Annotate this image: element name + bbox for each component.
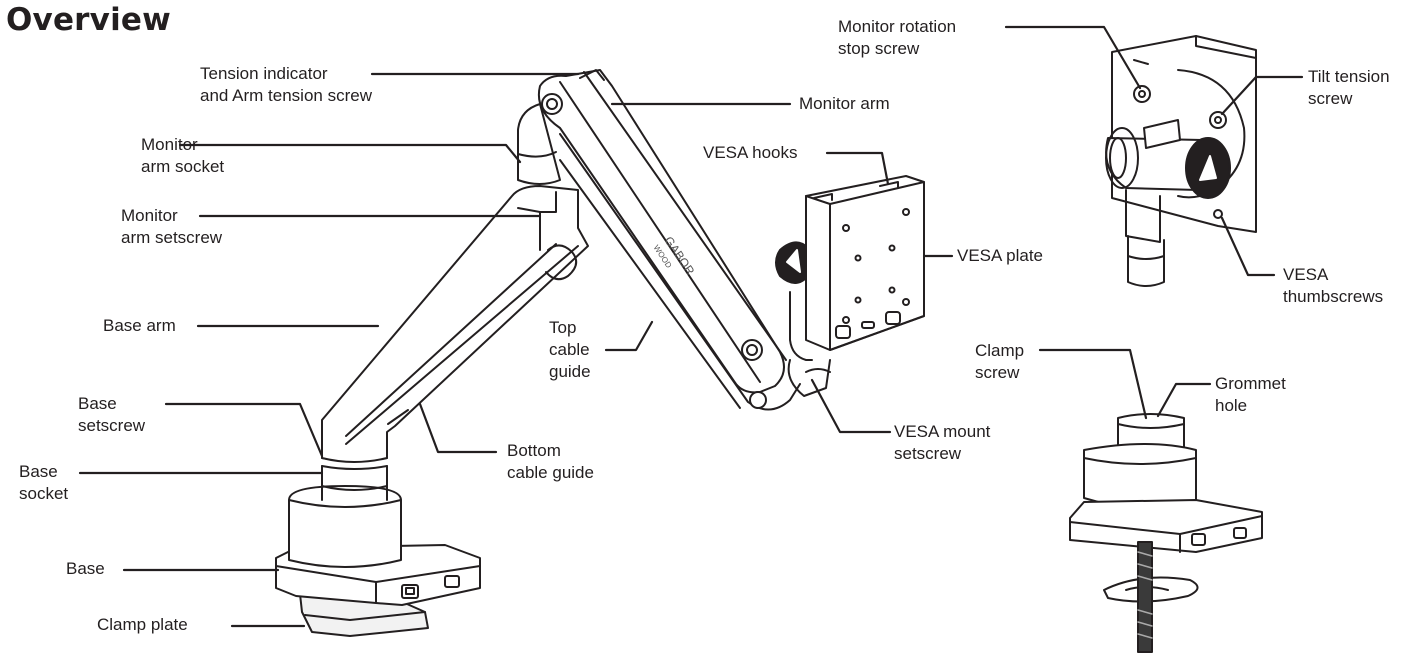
label-vesa-plate: VESA plate <box>957 246 1044 265</box>
base-arm-drawing <box>321 185 589 463</box>
label-clamp-plate: Clamp plate <box>97 615 188 634</box>
base-socket-drawing <box>288 457 402 568</box>
leader-vesa-thumbscrews <box>1220 216 1276 277</box>
leader-monitor-arm-socket <box>178 143 522 164</box>
leader-tilt-tension-screw <box>1220 75 1304 116</box>
monitor-arm-drawing <box>538 69 801 411</box>
tilt-head-detail-drawing <box>1105 35 1257 287</box>
leader-vesa-mount-setscrew <box>810 378 892 434</box>
grommet-clamp-detail-drawing <box>1069 413 1263 603</box>
page-title: Overview <box>6 2 171 38</box>
leader-clamp-screw <box>1038 348 1148 420</box>
leader-bottom-cable-guide <box>418 402 498 454</box>
tilt-head-drawing <box>775 241 831 397</box>
label-vesa-hooks: VESA hooks <box>703 143 798 162</box>
vesa-plate-drawing <box>805 175 925 351</box>
leader-lines <box>78 25 1304 628</box>
leader-grommet-hole <box>1156 382 1212 418</box>
label-monitor-arm: Monitor arm <box>799 94 890 113</box>
label-base-arm: Base arm <box>103 316 176 335</box>
leader-rotation-stop-screw <box>1004 25 1142 90</box>
leader-top-cable-guide <box>604 320 654 352</box>
label-base: Base <box>66 559 105 578</box>
threaded-rod-drawing <box>1137 541 1153 653</box>
leader-base-setscrew <box>164 402 324 458</box>
leader-vesa-hooks <box>825 151 890 186</box>
